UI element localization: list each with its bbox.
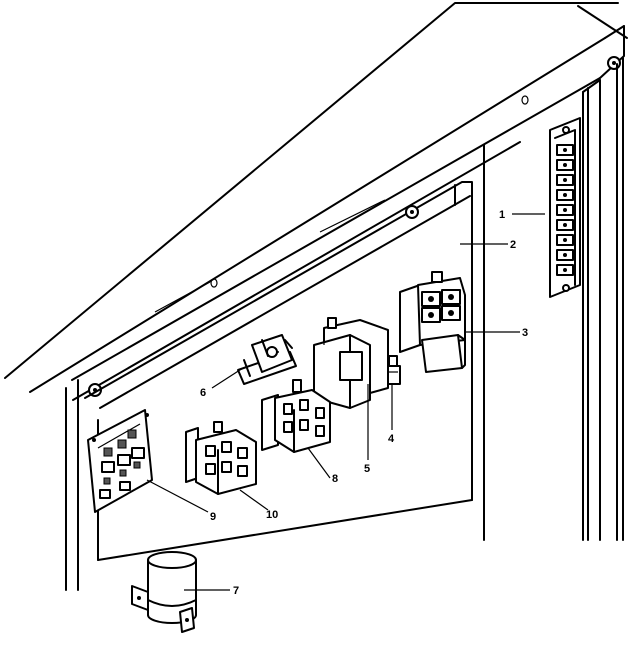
callout-1: 1	[499, 209, 505, 221]
callout-5: 5	[364, 463, 370, 475]
transformer	[313, 317, 389, 409]
time-delay-module	[237, 334, 297, 385]
circuit-board	[87, 409, 153, 513]
terminal-strip	[549, 117, 581, 298]
callout-7: 7	[233, 585, 239, 597]
relay-bottom	[185, 421, 257, 495]
callout-labels: 1 2 3 4 5 6 7 8 9 10	[200, 209, 528, 597]
control-board	[84, 181, 473, 561]
capacitor	[131, 551, 197, 633]
contactor	[399, 271, 466, 373]
callout-2: 2	[510, 239, 516, 251]
callout-9: 9	[210, 511, 216, 523]
callout-6: 6	[200, 387, 206, 399]
cabinet-interior-panel	[65, 141, 521, 591]
callout-8: 8	[332, 473, 338, 485]
cabinet-top-panel	[4, 2, 628, 393]
cabinet-side-rail	[582, 57, 624, 541]
leader-lines	[146, 213, 545, 591]
callout-3: 3	[522, 327, 528, 339]
relay-large	[261, 379, 331, 453]
callout-10: 10	[266, 509, 278, 521]
callout-4: 4	[388, 433, 395, 445]
